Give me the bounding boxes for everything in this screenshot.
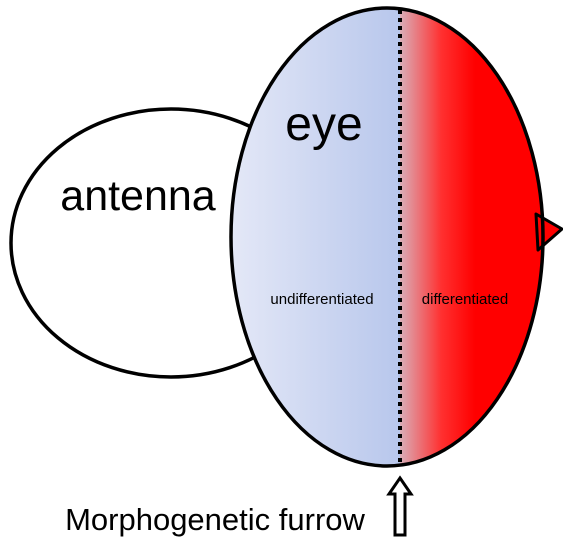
optic-stalk-projection [536, 214, 562, 250]
morphogenetic-furrow-label: Morphogenetic furrow [65, 502, 365, 537]
up-arrow-icon [389, 478, 411, 535]
differentiated-label: differentiated [422, 291, 508, 308]
antenna-label: antenna [60, 172, 216, 220]
eye-label: eye [285, 98, 362, 151]
undifferentiated-region [220, 0, 400, 480]
undifferentiated-label: undifferentiated [270, 291, 373, 308]
